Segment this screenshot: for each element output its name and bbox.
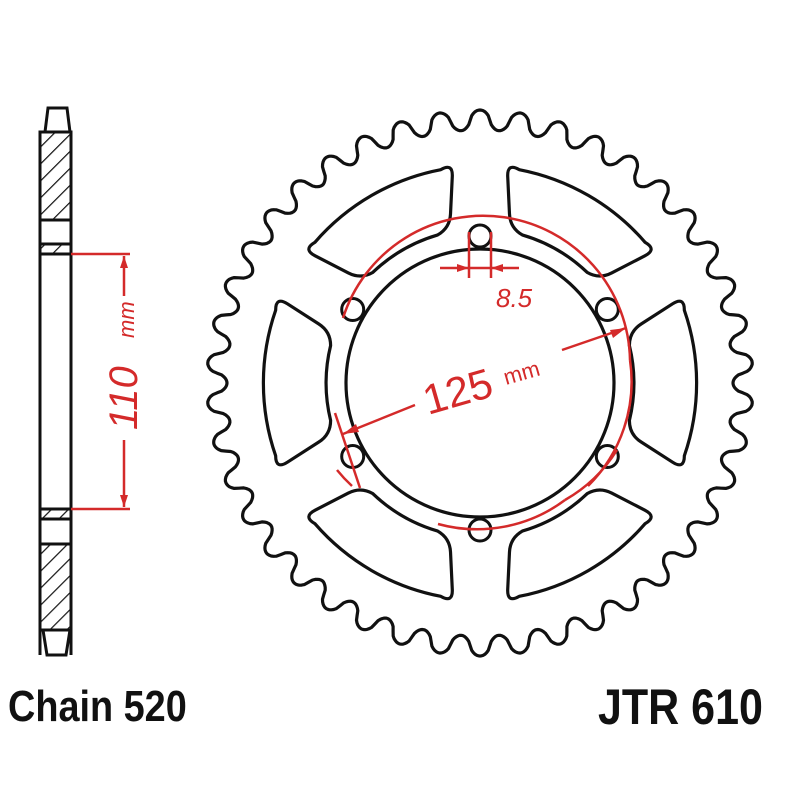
lightening-cutout bbox=[506, 488, 653, 601]
lightening-cutout bbox=[307, 165, 454, 278]
hub-height-dimension: 110 mm bbox=[71, 252, 146, 511]
bolt-hole-value: 8.5 bbox=[496, 283, 533, 313]
lightening-cutout bbox=[627, 299, 699, 467]
part-number-label: JTR 610 bbox=[598, 679, 763, 735]
lightening-cutouts bbox=[261, 165, 699, 601]
center-bore bbox=[344, 247, 616, 519]
hub-height-unit: mm bbox=[114, 301, 139, 338]
bolt-hole bbox=[340, 297, 366, 322]
lightening-cutout bbox=[506, 165, 653, 278]
bolt-hole bbox=[594, 297, 620, 322]
bolt-hole-dimension: 8.5 bbox=[440, 232, 533, 313]
hub-height-value: 110 bbox=[102, 366, 146, 430]
bolt-circle-unit: mm bbox=[500, 356, 542, 390]
bolt-circle-dimension: 125 mm bbox=[333, 214, 633, 531]
bolt-circle-value: 125 bbox=[418, 359, 498, 423]
lightening-cutout bbox=[261, 299, 333, 467]
chain-size-label: Chain 520 bbox=[8, 682, 187, 731]
sprocket-teeth-outline bbox=[206, 108, 754, 658]
side-profile-view bbox=[38, 106, 73, 657]
bolt-hole bbox=[467, 223, 493, 249]
lightening-cutout bbox=[307, 488, 454, 601]
bolt-hole bbox=[594, 444, 620, 469]
